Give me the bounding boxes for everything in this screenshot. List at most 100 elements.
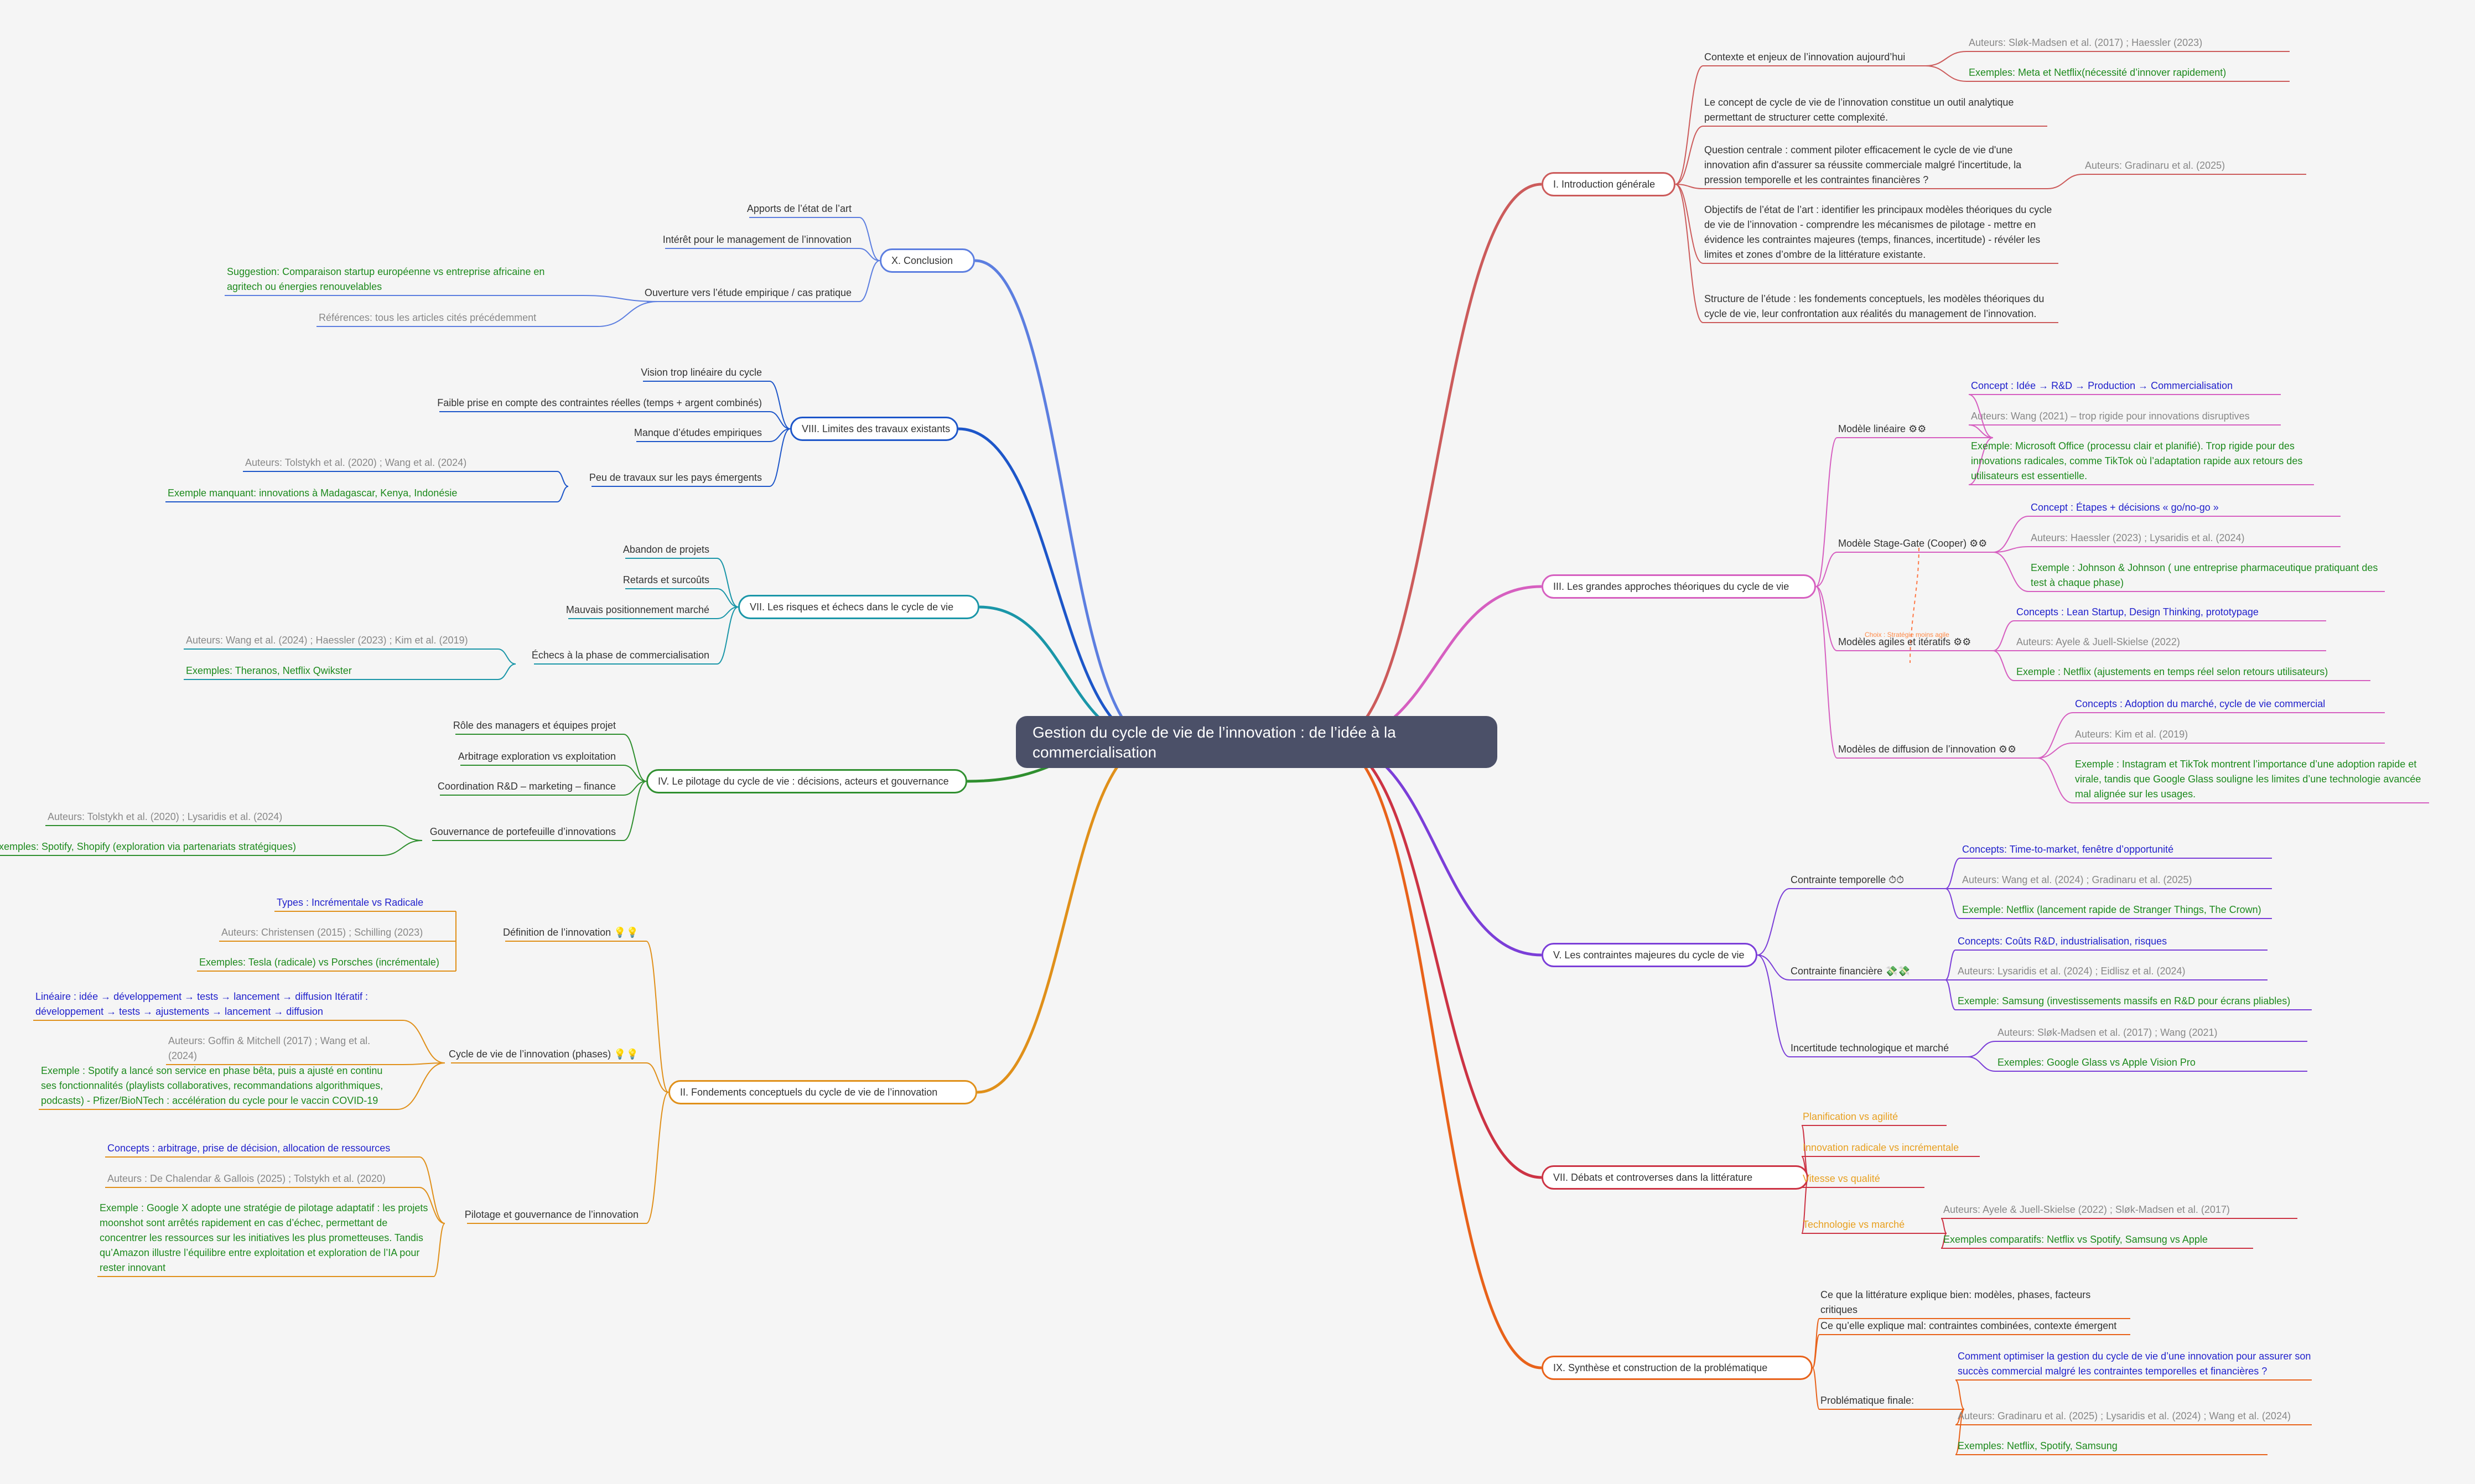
detail-author[interactable]: Auteurs: Ayele & Juell-Skielse (2022): [2016, 636, 2180, 647]
detail-concept[interactable]: Comment optimiser la gestion du cycle de…: [1958, 1351, 2311, 1377]
detail-author[interactable]: Auteurs: Wang (2021) – trop rigide pour …: [1971, 411, 2250, 422]
subtopic[interactable]: Faible prise en compte des contraintes r…: [437, 397, 762, 408]
subtopic-connector: [859, 248, 880, 261]
subtopic[interactable]: Définition de l’innovation 💡💡: [503, 927, 639, 938]
detail-author[interactable]: Auteurs : De Chalendar & Gallois (2025) …: [107, 1173, 386, 1184]
subtopic[interactable]: Contrainte financière 💸💸: [1791, 966, 1910, 977]
detail-example[interactable]: Exemple : Spotify a lancé son service en…: [41, 1065, 383, 1106]
detail-author[interactable]: Auteurs: Tolstykh et al. (2020) ; Wang e…: [245, 457, 467, 468]
subtopic[interactable]: Modèles agiles et itératifs ⚙⚙: [1838, 636, 1971, 647]
subtopic[interactable]: Ce que la littérature explique bien: mod…: [1820, 1289, 2091, 1315]
detail-concept[interactable]: Concept : Idée → R&D → Production → Comm…: [1971, 380, 2233, 391]
detail-example[interactable]: Exemples: Spotify, Shopify (exploration …: [0, 841, 296, 852]
detail-concept[interactable]: Concepts : arbitrage, prise de décision,…: [107, 1143, 391, 1154]
subtopic[interactable]: Retards et surcoûts: [622, 574, 709, 585]
subtopic[interactable]: Abandon de projets: [622, 544, 709, 555]
branch-topic-1[interactable]: I. Introduction générale: [1542, 172, 1675, 196]
detail-author[interactable]: Auteurs: Christensen (2015) ; Schilling …: [221, 927, 423, 938]
detail-connector: [381, 825, 423, 841]
branch-topic-4[interactable]: VII. Débats et controverses dans la litt…: [1542, 1165, 1808, 1190]
detail-example[interactable]: Exemples: Meta et Netflix(nécessité d’in…: [1969, 67, 2227, 78]
detail-author[interactable]: Auteurs: Haessler (2023) ; Lysaridis et …: [2031, 532, 2245, 543]
detail-connector: [433, 1223, 445, 1277]
detail-concept[interactable]: Concept : Étapes + décisions « go/no-go …: [2031, 502, 2219, 513]
subtopic[interactable]: Mauvais positionnement marché: [565, 604, 709, 615]
subtopic[interactable]: Contrainte temporelle ⏱⏱: [1791, 874, 1905, 885]
detail-example[interactable]: Exemples: Netflix, Spotify, Samsung: [1958, 1440, 2118, 1451]
subtopic[interactable]: Question centrale : comment piloter effi…: [1704, 144, 2022, 185]
detail-author[interactable]: Références: tous les articles cités préc…: [319, 312, 537, 323]
subtopic[interactable]: Contexte et enjeux de l’innovation aujou…: [1704, 51, 1906, 63]
branch-topic-8[interactable]: VII. Les risques et échecs dans le cycle…: [738, 595, 979, 619]
detail-example[interactable]: Exemple: Samsung (investissements massif…: [1958, 995, 2291, 1006]
detail-concept[interactable]: Linéaire : idée → développement → tests …: [35, 991, 368, 1017]
subtopic[interactable]: Rôle des managers et équipes projet: [453, 720, 616, 731]
branch-topic-2[interactable]: III. Les grandes approches théoriques du…: [1542, 574, 1816, 599]
subtopic[interactable]: Ce qu’elle explique mal: contraintes com…: [1820, 1320, 2117, 1331]
subtopic[interactable]: Innovation radicale vs incrémentale: [1803, 1142, 1959, 1153]
detail-author[interactable]: Auteurs: Kim et al. (2019): [2075, 729, 2188, 740]
subtopic[interactable]: Peu de travaux sur les pays émergents: [589, 472, 762, 483]
subtopic[interactable]: Vitesse vs qualité: [1803, 1173, 1880, 1184]
detail-example[interactable]: Exemple : Johnson & Johnson ( une entrep…: [2031, 562, 2378, 588]
detail-author[interactable]: Auteurs: Sløk-Madsen et al. (2017) ; Hae…: [1969, 37, 2203, 48]
detail-author[interactable]: Auteurs: Gradinaru et al. (2025) ; Lysar…: [1958, 1410, 2291, 1421]
detail-example[interactable]: Exemple : Netflix (ajustements en temps …: [2016, 666, 2328, 677]
subtopic[interactable]: Problématique finale:: [1820, 1395, 1914, 1406]
relationship-line: [1910, 547, 1919, 663]
detail-example[interactable]: Exemples: Tesla (radicale) vs Porsches (…: [199, 957, 439, 968]
subtopic[interactable]: Arbitrage exploration vs exploitation: [458, 751, 616, 762]
detail-example[interactable]: Exemples comparatifs: Netflix vs Spotify…: [1943, 1234, 2208, 1245]
central-topic[interactable]: Gestion du cycle de vie de l’innovation …: [1016, 716, 1497, 768]
subtopic[interactable]: Intérêt pour le management de l’innovati…: [662, 234, 852, 245]
branch-topic-7[interactable]: VIII. Limites des travaux existants: [790, 417, 958, 441]
subtopic[interactable]: Ouverture vers l’étude empirique / cas p…: [644, 287, 852, 298]
subtopic[interactable]: Le concept de cycle de vie de l’innovati…: [1704, 97, 2014, 123]
subtopic[interactable]: Apports de l’état de l’art: [746, 203, 852, 214]
detail-author[interactable]: Auteurs: Gradinaru et al. (2025): [2085, 160, 2225, 171]
detail-concept[interactable]: Concepts : Adoption du marché, cycle de …: [2075, 698, 2326, 709]
detail-connector: [1993, 516, 2029, 553]
subtopic[interactable]: Coordination R&D – marketing – finance: [437, 781, 616, 792]
branch-topic-5[interactable]: IX. Synthèse et construction de la probl…: [1542, 1356, 1813, 1380]
detail-example[interactable]: Exemple manquant: innovations à Madagasc…: [168, 487, 458, 499]
subtopic[interactable]: Technologie vs marché: [1803, 1219, 1905, 1230]
detail-concept[interactable]: Concepts : Lean Startup, Design Thinking…: [2016, 606, 2259, 618]
detail-author[interactable]: Auteurs: Sløk-Madsen et al. (2017) ; Wan…: [1997, 1027, 2218, 1038]
subtopic[interactable]: Planification vs agilité: [1803, 1111, 1898, 1122]
subtopic-connector: [1812, 1367, 1820, 1410]
subtopic[interactable]: Manque d’études empiriques: [634, 427, 762, 438]
detail-example[interactable]: Suggestion: Comparaison startup européen…: [227, 266, 545, 292]
subtopic[interactable]: Modèle Stage-Gate (Cooper) ⚙⚙: [1838, 538, 1988, 549]
detail-concept[interactable]: Concepts: Coûts R&D, industrialisation, …: [1958, 936, 2167, 947]
subtopic[interactable]: Cycle de vie de l’innovation (phases) 💡💡: [449, 1049, 639, 1060]
subtopic[interactable]: Pilotage et gouvernance de l’innovation: [464, 1209, 639, 1220]
branch-topic-3[interactable]: V. Les contraintes majeures du cycle de …: [1542, 943, 1757, 967]
detail-example[interactable]: Exemple: Netflix (lancement rapide de St…: [1962, 904, 2261, 915]
detail-concept[interactable]: Concepts: Time-to-market, fenêtre d’oppo…: [1962, 844, 2174, 855]
detail-example[interactable]: Exemple: Microsoft Office (processu clai…: [1971, 440, 2303, 481]
detail-example[interactable]: Exemple : Instagram et TikTok montrent l…: [2075, 759, 2421, 800]
branch-topic-6[interactable]: X. Conclusion: [880, 248, 975, 273]
subtopic[interactable]: Échecs à la phase de commercialisation: [531, 650, 709, 661]
subtopic-connector: [1815, 586, 1838, 651]
subtopic[interactable]: Incertitude technologique et marché: [1791, 1042, 1949, 1054]
subtopic[interactable]: Modèle linéaire ⚙⚙: [1838, 423, 1927, 434]
subtopic[interactable]: Gouvernance de portefeuille d’innovation…: [429, 826, 616, 837]
branch-topic-10[interactable]: II. Fondements conceptuels du cycle de v…: [668, 1080, 977, 1104]
detail-author[interactable]: Auteurs: Wang et al. (2024) ; Gradinaru …: [1962, 874, 2192, 885]
subtopic[interactable]: Modèles de diffusion de l’innovation ⚙⚙: [1838, 744, 2017, 755]
detail-example[interactable]: Exemples: Google Glass vs Apple Vision P…: [1997, 1057, 2196, 1068]
detail-author[interactable]: Auteurs: Goffin & Mitchell (2017) ; Wang…: [168, 1035, 371, 1061]
branch-topic-9[interactable]: IV. Le pilotage du cycle de vie : décisi…: [646, 769, 967, 793]
subtopic[interactable]: Vision trop linéaire du cycle: [641, 367, 762, 378]
detail-author[interactable]: Auteurs: Lysaridis et al. (2024) ; Eidli…: [1958, 966, 2186, 977]
detail-author[interactable]: Auteurs: Ayele & Juell-Skielse (2022) ; …: [1943, 1204, 2230, 1215]
detail-author[interactable]: Auteurs: Wang et al. (2024) ; Haessler (…: [186, 635, 468, 646]
detail-example[interactable]: Exemples: Theranos, Netflix Qwikster: [186, 665, 352, 676]
detail-concept[interactable]: Types : Incrémentale vs Radicale: [277, 897, 424, 908]
subtopic[interactable]: Structure de l’étude : les fondements co…: [1704, 293, 2045, 319]
subtopic[interactable]: Objectifs de l’état de l’art : identifie…: [1704, 204, 2052, 260]
detail-author[interactable]: Auteurs: Tolstykh et al. (2020) ; Lysari…: [48, 811, 283, 822]
detail-example[interactable]: Exemple : Google X adopte une stratégie …: [100, 1202, 428, 1273]
